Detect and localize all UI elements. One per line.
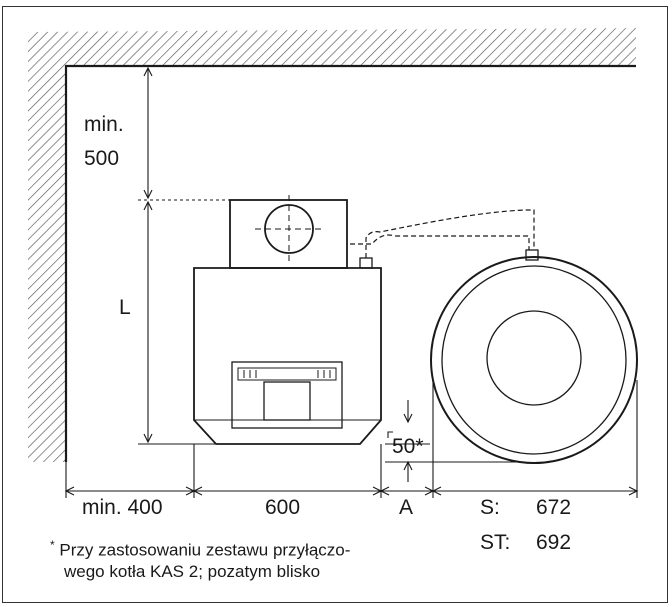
label-L: L bbox=[119, 296, 131, 319]
footnote-line-2-wrap: wego kotła KAS 2; pozatym blisko bbox=[64, 562, 320, 582]
label-min-500: min. 500 bbox=[84, 113, 124, 170]
water-tank bbox=[430, 249, 638, 464]
dimension-lines bbox=[64, 66, 639, 498]
label-S-value: 672 bbox=[536, 496, 572, 519]
footnote-line-2: wego kotła KAS 2; pozatym blisko bbox=[64, 562, 321, 581]
diagram-frame bbox=[2, 6, 668, 603]
boiler-unit bbox=[193, 195, 382, 445]
label-A: A bbox=[399, 496, 414, 519]
tank-connector bbox=[525, 249, 539, 261]
label-S-key: S: bbox=[480, 496, 500, 519]
burner-panel bbox=[231, 361, 343, 429]
hatched-wall bbox=[28, 28, 636, 462]
label-min-400: min. 400 bbox=[82, 496, 163, 519]
label-ST-value: 692 bbox=[536, 531, 572, 554]
label-600: 600 bbox=[265, 496, 301, 519]
footnote-marker: * bbox=[50, 538, 55, 552]
boiler-connector bbox=[359, 257, 373, 269]
footnote-line-1: Przy zastosowaniu zestawu przyłączo- bbox=[59, 540, 351, 560]
boiler-body bbox=[193, 267, 382, 445]
connection-pipes bbox=[350, 209, 535, 258]
label-50: 50* bbox=[392, 435, 424, 458]
label-ST-key: ST: bbox=[480, 531, 511, 554]
tank-inner-circle bbox=[486, 310, 582, 406]
footnote: * Przy zastosowaniu zestawu przyłączo- bbox=[50, 538, 350, 561]
